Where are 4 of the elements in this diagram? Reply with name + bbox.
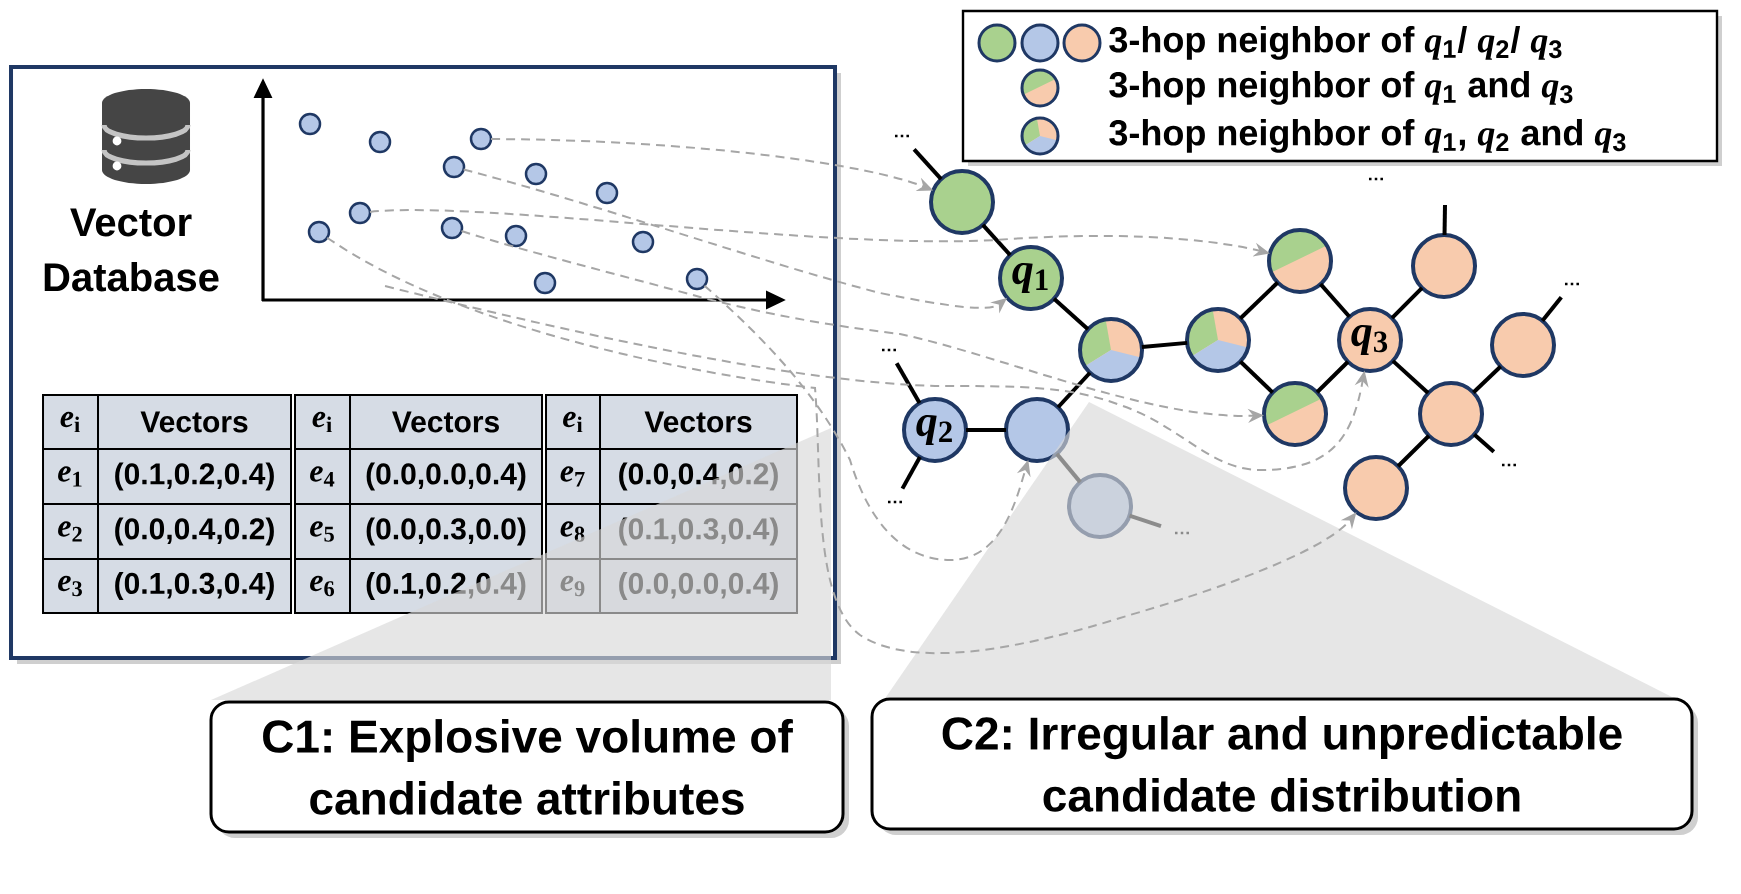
legend-text: 3-hop neighbor of q$_{1}$, q$_{2}$ and q$_{3}$: [1109, 119, 1626, 153]
ellipsis: …: [1369, 177, 1383, 181]
legend-text: 3-hop neighbor of q$_{1}$ and q$_{3}$: [1109, 71, 1573, 105]
legend-text: 3-hop neighbor of q$_{1}$/ q$_{2}$/ q$_{3}$: [1109, 26, 1562, 60]
